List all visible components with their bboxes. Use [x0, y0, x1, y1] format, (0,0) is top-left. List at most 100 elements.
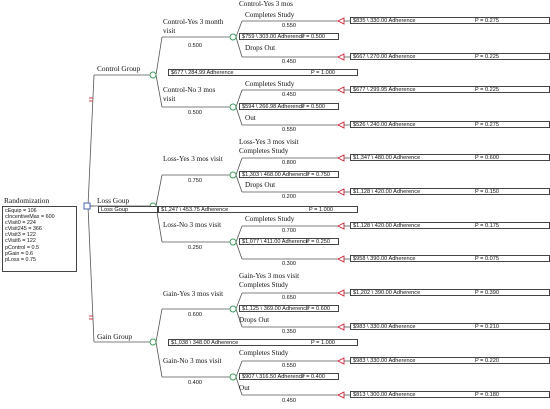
subnode-title: Loss-Yes 3 mos visit: [239, 138, 299, 146]
branch-prob: 0.500: [188, 43, 202, 49]
group-summary-box: $1,038 \ 348.00 Adherence P = 1.000: [168, 339, 358, 346]
p-text: P = 0.225: [475, 54, 500, 60]
p-text: P = 0.390: [475, 290, 500, 296]
outcome-prob: 0.550: [282, 363, 296, 369]
branch-prob: 0.500: [188, 110, 202, 116]
group-node-box: Loss Goup: [98, 206, 158, 213]
branch-prob: 0.400: [188, 380, 202, 386]
outcome-label[interactable]: Completes Study: [245, 80, 295, 88]
p-text: P = 0.275: [475, 18, 500, 24]
p-text: P = 0.250: [306, 239, 331, 245]
outcome-prob: 0.650: [282, 295, 296, 301]
param-line: cVisit3 = 122: [5, 232, 36, 239]
branch-label-loss-yes[interactable]: Loss-Yes 3 mos visit: [163, 155, 223, 163]
param-line: cIncentiveMax = 600: [5, 214, 55, 221]
outcome-label[interactable]: Out: [239, 384, 250, 392]
param-line: pLoss = 0.75: [5, 256, 37, 263]
outcome-prob: 0.450: [282, 59, 296, 65]
value-text: $594 \ 266.98 Adherence: [242, 104, 305, 110]
outcome-label[interactable]: Drops Out: [239, 316, 270, 324]
p-text: P = 0.175: [475, 223, 500, 229]
parameter-box: cEquip = 106 cIncentiveMax = 600 cVisit0…: [2, 206, 77, 272]
value-text: $983 \ 330.00 Adherence: [353, 358, 416, 364]
terminal-value-box: $983 \ 330.00 Adherence P = 0.210: [350, 323, 550, 330]
terminal-value-box: $1,128 \ 420.00 Adherence P = 0.175: [350, 222, 550, 229]
param-line: cVisit6 = 122: [5, 238, 36, 245]
value-text: $1,128 \ 420.00 Adherence: [353, 189, 421, 195]
value-text: $677 \ 284.99 Adherence: [171, 70, 234, 76]
value-text: $759 \ 303.00 Adherence: [242, 34, 305, 40]
value-text: $958 \ 390.00 Adherence: [353, 256, 416, 262]
param-line: cVisit0 = 224: [5, 220, 36, 227]
outcome-label[interactable]: Drops Out: [245, 44, 276, 52]
outcome-prob: 0.700: [282, 228, 296, 234]
outcome-label[interactable]: Completes Study: [245, 215, 295, 223]
p-text: P = 0.210: [475, 324, 500, 330]
branch-label-gain-no[interactable]: Gain-No 3 mos visit: [163, 357, 222, 365]
terminal-value-box: $526 \ 240.00 Adherence P = 0.275: [350, 121, 550, 128]
value-text: $667 \ 270.00 Adherence: [353, 54, 416, 60]
value-text: $1,125 \ 369.00 Adherence: [242, 306, 310, 312]
value-text: Loss Goup: [101, 207, 129, 213]
outcome-label[interactable]: Completes Study: [239, 147, 289, 155]
p-text: P = 0.225: [475, 87, 500, 93]
value-text: $1,038 \ 348.00 Adherence: [171, 340, 239, 346]
p-text: P = 0.220: [475, 358, 500, 364]
value-text: $1,128 \ 420.00 Adherence: [353, 223, 421, 229]
outcome-label[interactable]: Completes Study: [239, 281, 289, 289]
group-label-loss[interactable]: Loss Goup: [97, 196, 130, 205]
terminal-value-box: $958 \ 390.00 Adherence P = 0.075: [350, 255, 550, 262]
outcome-label[interactable]: Drops Out: [245, 181, 276, 189]
outcome-prob: 0.350: [282, 329, 296, 335]
p-text: P = 0.600: [475, 155, 500, 161]
branch-label-gain-yes[interactable]: Gain-Yes 3 mos visit: [163, 290, 224, 298]
branch-label-control-yes[interactable]: Control-Yes 3 month visit: [163, 18, 224, 35]
p-text: P = 0.275: [475, 122, 500, 128]
p-text: P = 0.180: [475, 392, 500, 398]
branch-label-loss-no[interactable]: Loss-No 3 mos visit: [163, 221, 222, 229]
value-text: $983 \ 330.00 Adherence: [353, 324, 416, 330]
branch-prob: 0.750: [188, 178, 202, 184]
param-line: pControl = 0.5: [5, 244, 40, 251]
p-text: P = 0.750: [306, 172, 331, 178]
value-text: $1,077 \ 411.00 Adherence: [242, 239, 309, 245]
branch-prob: 0.250: [188, 245, 202, 251]
outcome-prob: 0.450: [282, 398, 296, 404]
terminal-value-box: $667 \ 270.00 Adherence P = 0.225: [350, 53, 550, 60]
p-text: P = 0.075: [475, 256, 500, 262]
outcome-label[interactable]: Completes Study: [239, 349, 289, 357]
p-text: P = 0.150: [475, 189, 500, 195]
param-line: cVisit245 = 366: [5, 226, 42, 233]
p-text: P = 1.000: [311, 340, 336, 346]
group-label-gain[interactable]: Gain Group: [97, 332, 133, 341]
terminal-value-box: $983 \ 330.00 Adherence P = 0.220: [350, 357, 550, 364]
value-text: $1,247 \ 453.75 Adherence: [161, 207, 229, 213]
p-text: P = 0.600: [306, 306, 331, 312]
branch-prob: 0.600: [188, 312, 202, 318]
outcome-label[interactable]: Completes Study: [245, 11, 295, 19]
outcome-label[interactable]: Out: [245, 114, 256, 122]
subnode-title: Control-Yes 3 mos: [239, 0, 293, 8]
p-text: P = 0.500: [301, 104, 326, 110]
value-text: $526 \ 240.00 Adherence: [353, 122, 416, 128]
group-label-control[interactable]: Control Group: [97, 64, 141, 73]
subnode-title: Gain-Yes 3 mos visit: [239, 272, 300, 280]
branch-label-control-no[interactable]: Control-No 3 mos visit: [163, 86, 216, 103]
value-text: $1,347 \ 480.00 Adherence: [353, 155, 421, 161]
value-text: $907 \ 316.50 Adherence: [242, 374, 305, 380]
outcome-prob: 0.300: [282, 261, 296, 267]
outcome-prob: 0.550: [282, 127, 296, 133]
p-text: P = 0.500: [301, 34, 326, 40]
value-text: $835 \ 330.00 Adherence: [353, 18, 416, 24]
value-text: $1,303 \ 468.00 Adherence: [242, 172, 310, 178]
